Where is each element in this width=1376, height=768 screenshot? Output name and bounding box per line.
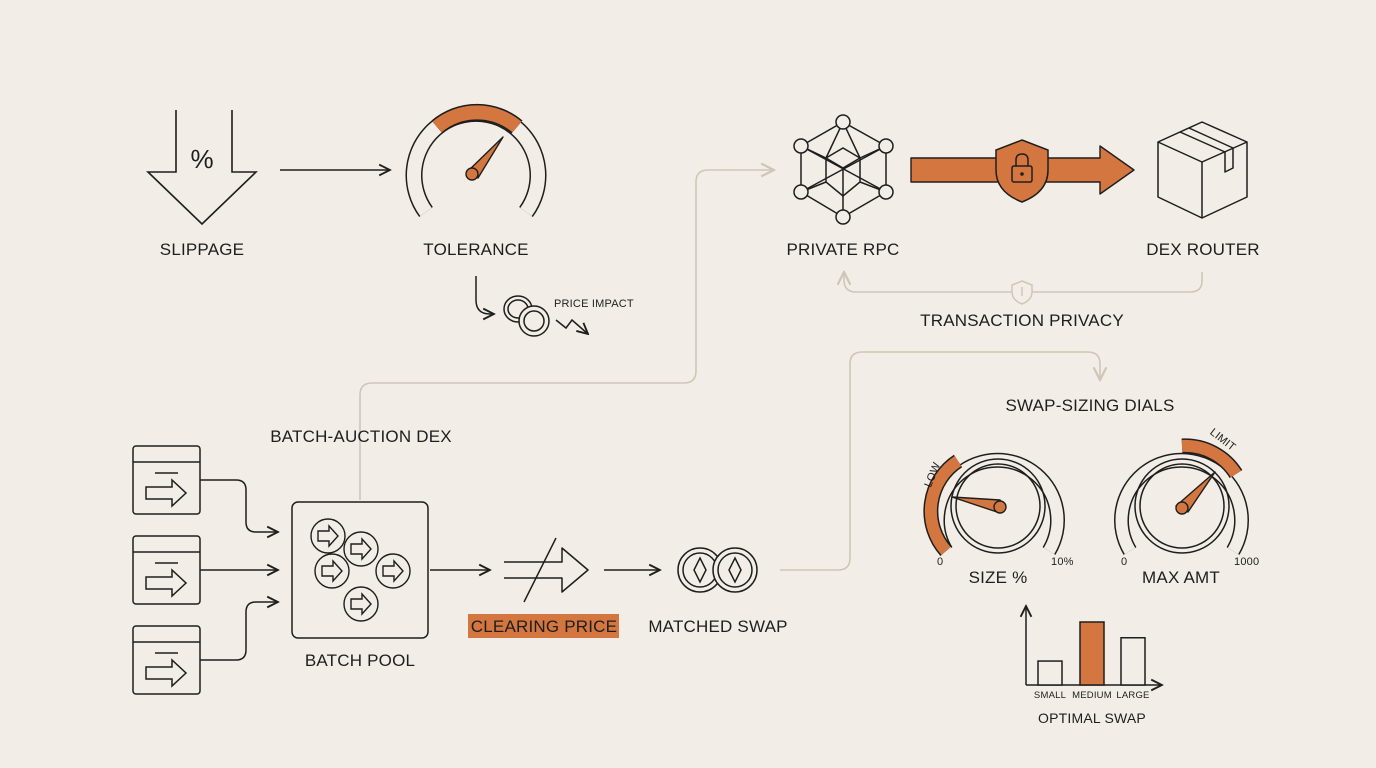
order-card-3 [132,625,201,695]
transaction-privacy-label: TRANSACTION PRIVACY [920,311,1124,330]
privacy-shield-icon [1011,280,1033,305]
size-dial-max-label: 10% [1051,556,1074,568]
tolerance-gauge-icon [405,103,547,218]
price-impact-label: PRICE IMPACT [554,298,634,310]
dex-router-label: DEX ROUTER [1146,240,1260,259]
chart-bars [1037,621,1146,686]
private-rpc-label: PRIVATE RPC [786,240,900,259]
lock-shield-icon [995,139,1049,203]
order-cards [132,445,201,695]
bar-label-medium: MEDIUM [1072,690,1112,701]
batch-auction-dex-label: BATCH-AUCTION DEX [270,427,452,446]
bar-large [1120,637,1146,686]
swap-sizing-dials-title: SWAP-SIZING DIALS [1005,396,1175,415]
optimal-swap-chart [1026,606,1162,685]
coins-icon [503,295,550,337]
bar-small [1037,660,1063,686]
bar-label-large: LARGE [1116,690,1150,701]
batch-pool-box [291,501,429,639]
slippage-arrow-icon [146,110,258,226]
slippage-label: SLIPPAGE [159,240,245,259]
clearing-price-label: CLEARING PRICE [470,617,618,636]
max-amt-dial [1114,438,1249,555]
matched-swap-label: MATCHED SWAP [648,617,788,636]
arrow-card1-to-pool [200,479,278,532]
price-down-trend-icon [555,318,588,334]
arrow-tolerance-to-price-impact [475,276,494,314]
tolerance-label: TOLERANCE [423,240,529,259]
percent-glyph: % [190,144,213,174]
private-rpc-network-icon [793,114,894,225]
order-card-1 [132,445,201,515]
bar-label-small: SMALL [1033,690,1067,701]
matched-swap-icon [677,547,758,593]
order-card-2 [132,535,201,605]
bar-medium [1079,621,1105,686]
pool-order-tokens [310,518,411,622]
arrow-card3-to-pool [200,602,278,661]
max-amt-dial-min-label: 0 [1121,556,1128,568]
max-amt-dial-max-label: 1000 [1234,556,1260,568]
connector-swap-to-dials [780,351,1100,571]
size-dial [923,452,1065,556]
clearing-price-highlight [468,614,619,638]
size-pct-label: SIZE % [968,568,1028,587]
optimal-swap-label: OPTIMAL SWAP [1038,710,1146,726]
size-dial-min-label: 0 [937,556,944,568]
connector-batch-to-rpc [359,170,774,500]
dex-router-box-icon [1157,121,1248,219]
clearing-price-icon [504,537,589,603]
batch-pool-label: BATCH POOL [304,651,416,670]
max-amt-label: MAX AMT [1142,568,1220,587]
